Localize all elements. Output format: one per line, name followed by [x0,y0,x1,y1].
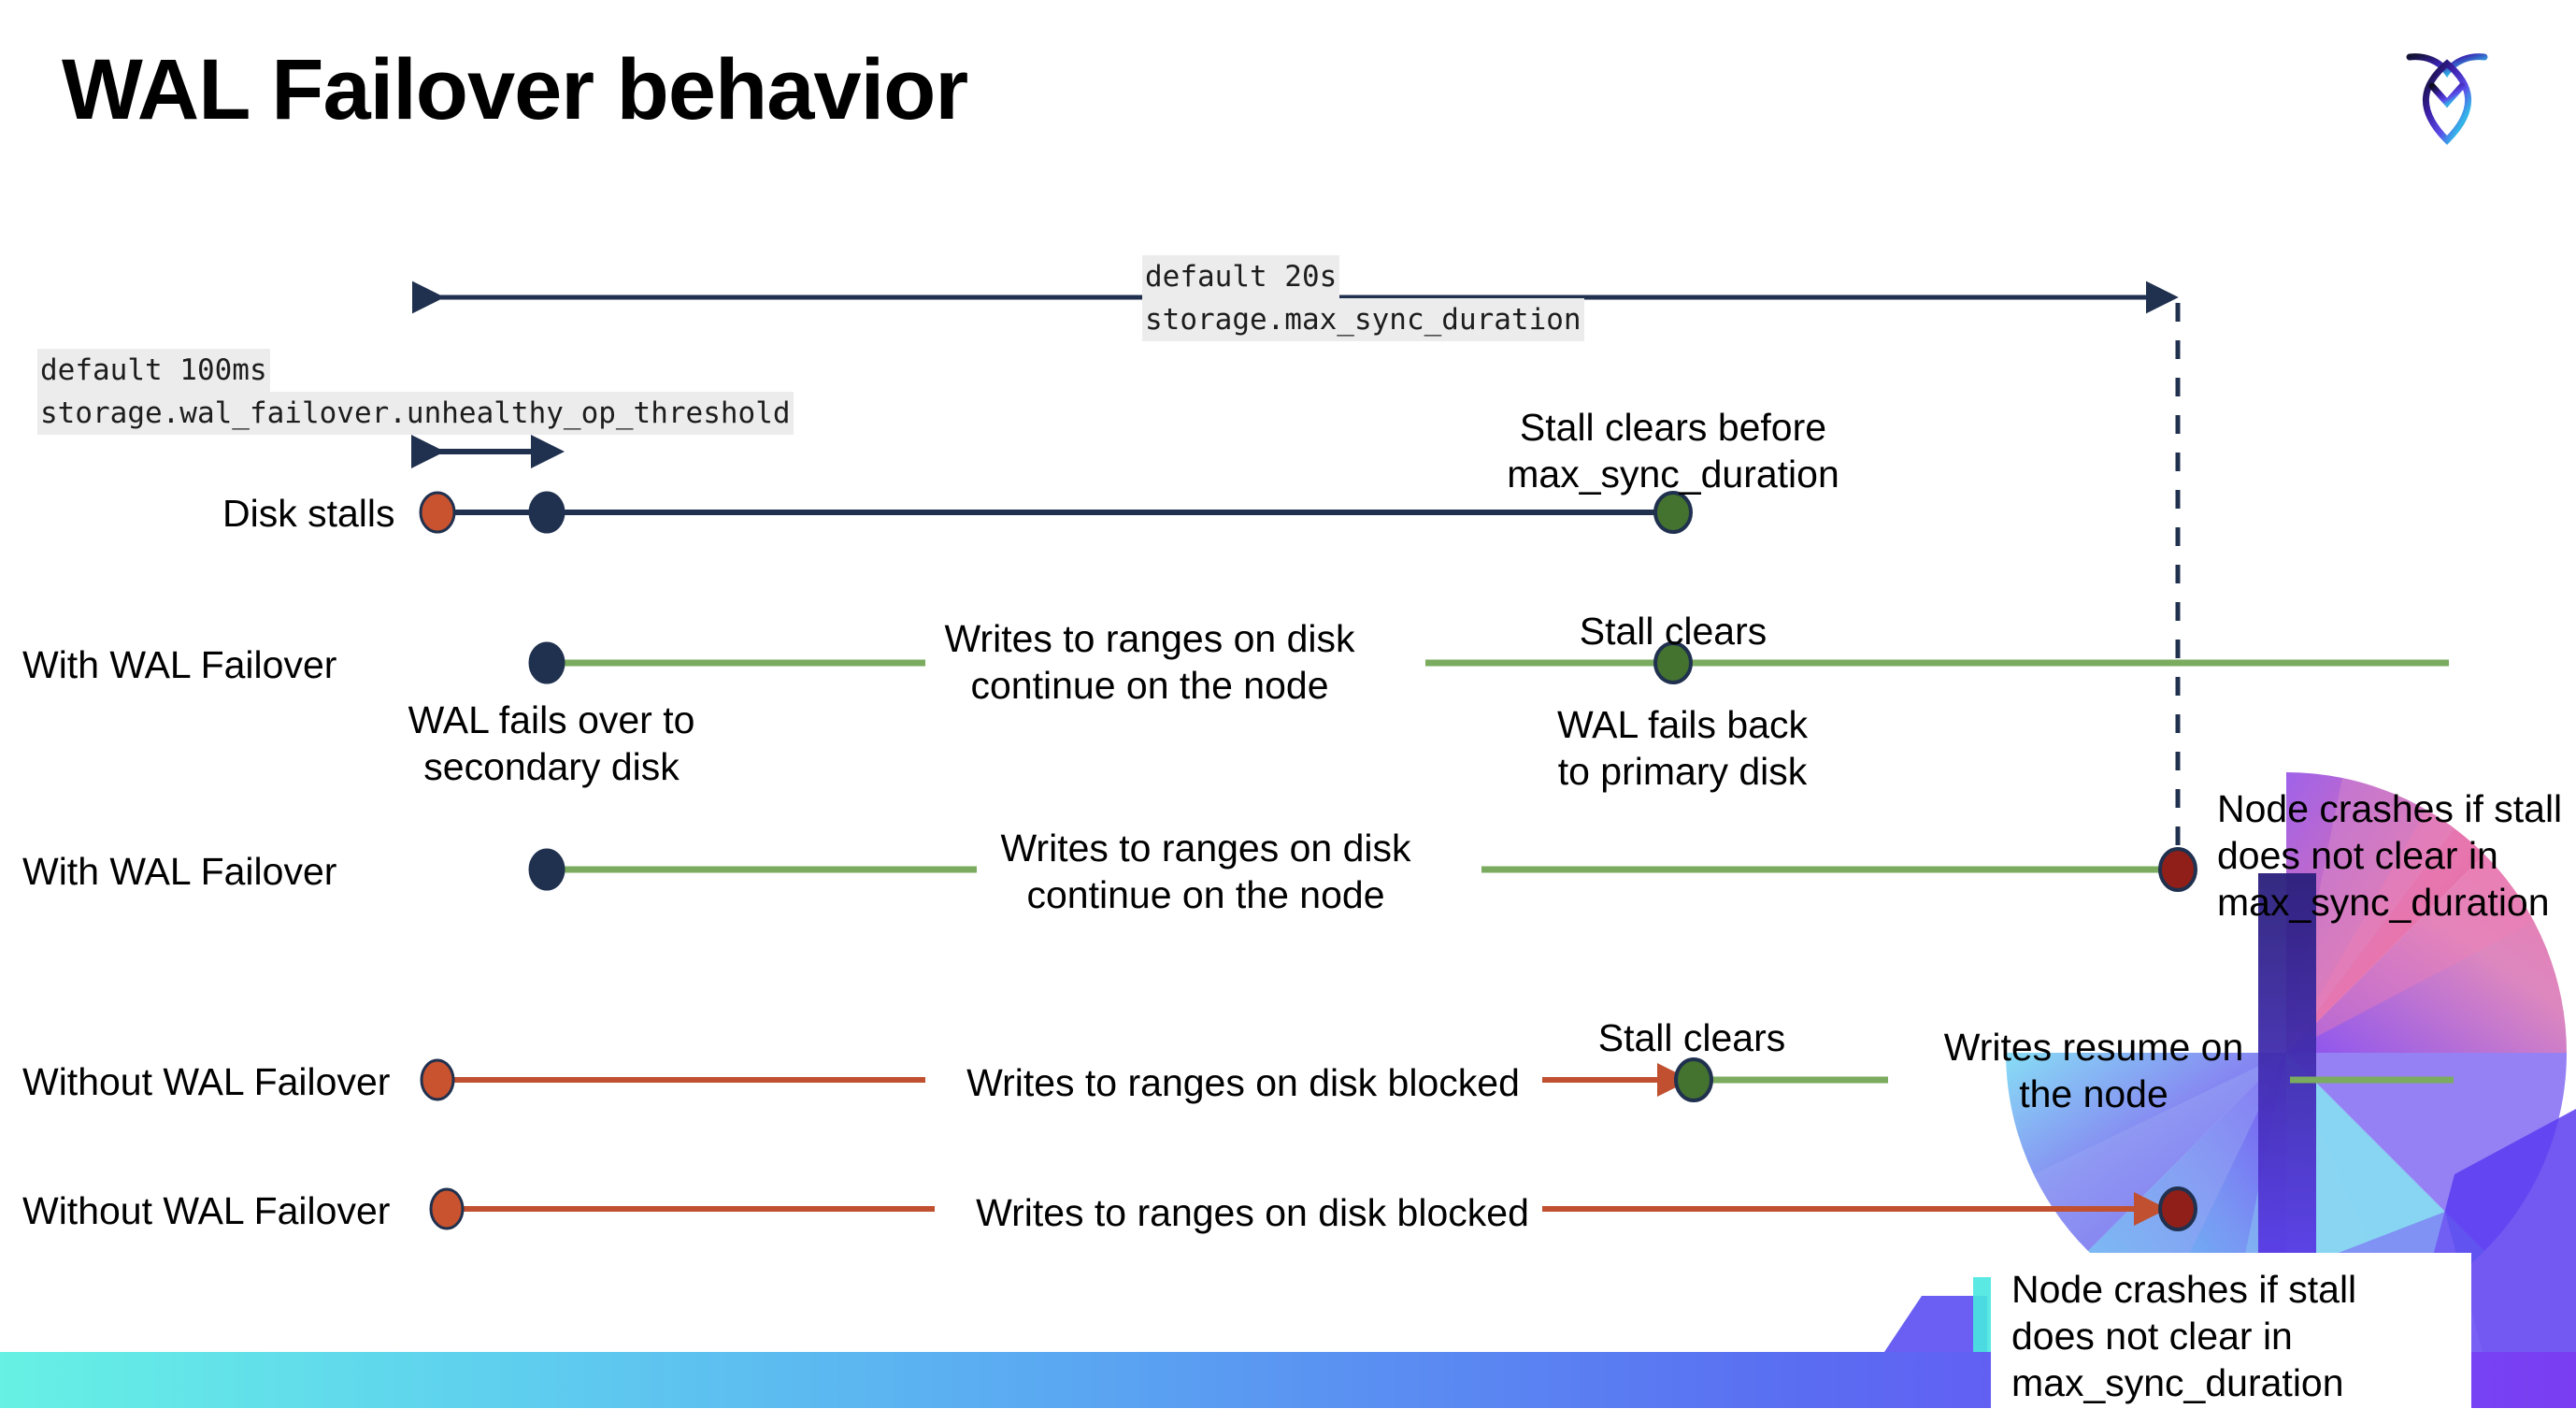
timeline-row-disk-stalls [419,491,1693,534]
callout-writes-continue-1: Writes to ranges on disk continue on the… [935,615,1365,709]
timeline-row-with-wal-failover-2 [528,847,2197,892]
row-label-with-wal-failover-2: With WAL Failover [22,850,337,893]
callout-writes-blocked-2: Writes to ranges on disk blocked [976,1191,1529,1234]
callout-line-1: WAL fails back [1556,703,1809,746]
callout-line-2: does not clear in [2011,1315,2293,1358]
callout-line-3: max_sync_duration [2217,881,2550,925]
callout-line-1: Writes resume on [1943,1026,2244,1069]
timeline-row-with-wal-failover-1 [528,641,2449,684]
row-label-disk-stalls: Disk stalls [222,492,395,535]
unhealthy-op-threshold-default: default 100ms [37,349,270,393]
page-title: WAL Failover behavior [62,42,968,137]
callout-line-1: Node crashes if stall [2217,787,2563,830]
callout-wal-fails-back: WAL fails back to primary disk [1496,701,1869,795]
callout-writes-blocked-1: Writes to ranges on disk blocked [966,1061,1520,1104]
timeline-row-without-wal-failover-1 [420,1057,2454,1102]
callout-stall-clears-before: Stall clears before max_sync_duration [1458,404,1888,497]
callout-line-1: Stall clears before [1519,406,1827,449]
callout-line-1: WAL fails over to [408,698,695,741]
row-label-without-wal-failover-1: Without WAL Failover [22,1060,391,1103]
row-label-without-wal-failover-2: Without WAL Failover [22,1189,391,1232]
callout-writes-continue-2: Writes to ranges on disk continue on the… [991,825,1421,918]
callout-stall-clears-1: Stall clears [1579,610,1767,653]
callout-line-2: max_sync_duration [1507,453,1839,496]
cockroachdb-logo-icon [2382,30,2512,161]
callout-line-2: continue on the node [970,664,1329,708]
callout-line-2: to primary disk [1557,750,1808,794]
unhealthy-op-threshold-setting: storage.wal_failover.unhealthy_op_thresh… [37,392,794,436]
max-sync-duration-annotation: default 20s storage.max_sync_duration [1142,255,1584,342]
callout-writes-resume: Writes resume on the node [1916,1024,2271,1117]
row-label-with-wal-failover-1: With WAL Failover [22,643,337,686]
max-sync-duration-default: default 20s [1142,255,1340,299]
callout-line-2: secondary disk [423,745,680,789]
callout-line-3: max_sync_duration [2011,1361,2344,1405]
callout-line-1: Node crashes if stall [2011,1268,2357,1311]
callout-wal-fails-over: WAL fails over to secondary disk [365,697,738,790]
callout-line-2: continue on the node [1026,873,1385,917]
callout-node-crashes-1: Node crashes if stall does not clear in … [2217,785,2576,926]
callout-stall-clears-2: Stall clears [1597,1016,1786,1059]
callout-node-crashes-2: Node crashes if stall does not clear in … [1991,1253,2471,1423]
callout-line-1: Writes to ranges on disk [944,617,1355,660]
max-sync-duration-setting: storage.max_sync_duration [1142,298,1584,342]
callout-line-2: does not clear in [2217,834,2498,878]
callout-line-1: Writes to ranges on disk [1000,826,1411,870]
callout-line-2: the node [2019,1072,2168,1116]
unhealthy-op-threshold-annotation: default 100ms storage.wal_failover.unhea… [37,349,794,436]
timeline-row-without-wal-failover-2 [429,1186,2197,1231]
